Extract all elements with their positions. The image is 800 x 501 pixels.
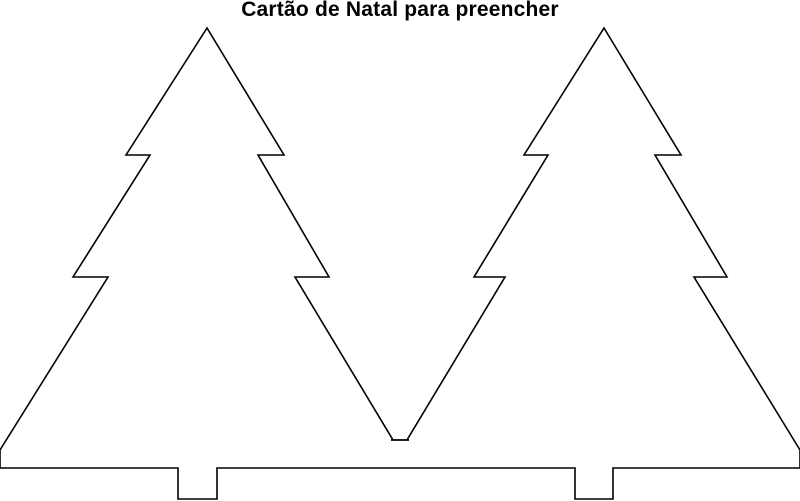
left-christmas-tree-icon bbox=[0, 26, 800, 500]
page-title: Cartão de Natal para preencher bbox=[241, 0, 559, 21]
